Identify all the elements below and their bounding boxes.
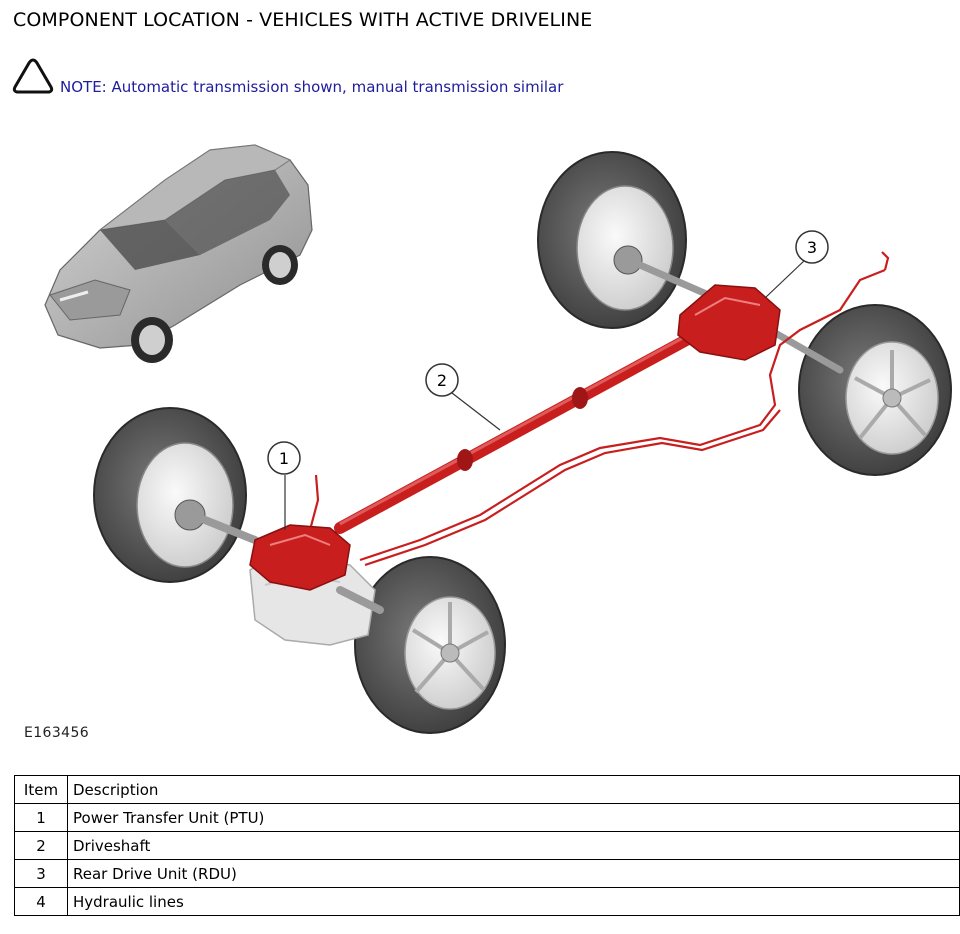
driveshaft (334, 332, 696, 534)
callout-2-label: 2 (437, 371, 447, 390)
row-item: 1 (14, 803, 68, 832)
row-item: 4 (14, 887, 68, 916)
row-item: 2 (14, 831, 68, 860)
wheel-rear-right (798, 304, 952, 476)
row-description: Driveshaft (67, 831, 960, 860)
row-description: Rear Drive Unit (RDU) (67, 859, 960, 888)
table-row: 1 Power Transfer Unit (PTU) (14, 803, 960, 832)
table-header-row: Item Description (14, 775, 960, 804)
note: NOTE: Automatic transmission shown, manu… (12, 56, 563, 96)
callout-1: 1 (267, 441, 301, 530)
items-table: Item Description 1 Power Transfer Unit (… (14, 775, 960, 916)
header-item: Item (14, 775, 68, 804)
callout-3: 3 (764, 230, 829, 299)
driveline-illustration: 1 2 3 (44, 144, 952, 734)
wheel-front-left (93, 407, 247, 583)
power-transfer-unit (249, 524, 351, 591)
table-row: 2 Driveshaft (14, 831, 960, 860)
callout-2: 2 (425, 363, 501, 431)
page-title: COMPONENT LOCATION - VEHICLES WITH ACTIV… (13, 9, 593, 31)
table-row: 4 Hydraulic lines (14, 887, 960, 916)
vehicle-thumbnail (44, 144, 313, 363)
rear-drive-unit (677, 284, 781, 361)
row-description: Hydraulic lines (67, 887, 960, 916)
callout-3-label: 3 (807, 238, 817, 257)
row-description: Power Transfer Unit (PTU) (67, 803, 960, 832)
warning-triangle-icon (12, 58, 54, 94)
note-text: NOTE: Automatic transmission shown, manu… (60, 78, 564, 96)
wheel-rear-left (537, 151, 687, 329)
table-row: 3 Rear Drive Unit (RDU) (14, 859, 960, 888)
header-description: Description (67, 775, 960, 804)
callout-1-label: 1 (279, 449, 289, 468)
hydraulic-lines (308, 251, 890, 567)
illustration-id: E163456 (24, 725, 90, 741)
wheel-front-right (354, 556, 506, 734)
row-item: 3 (14, 859, 68, 888)
